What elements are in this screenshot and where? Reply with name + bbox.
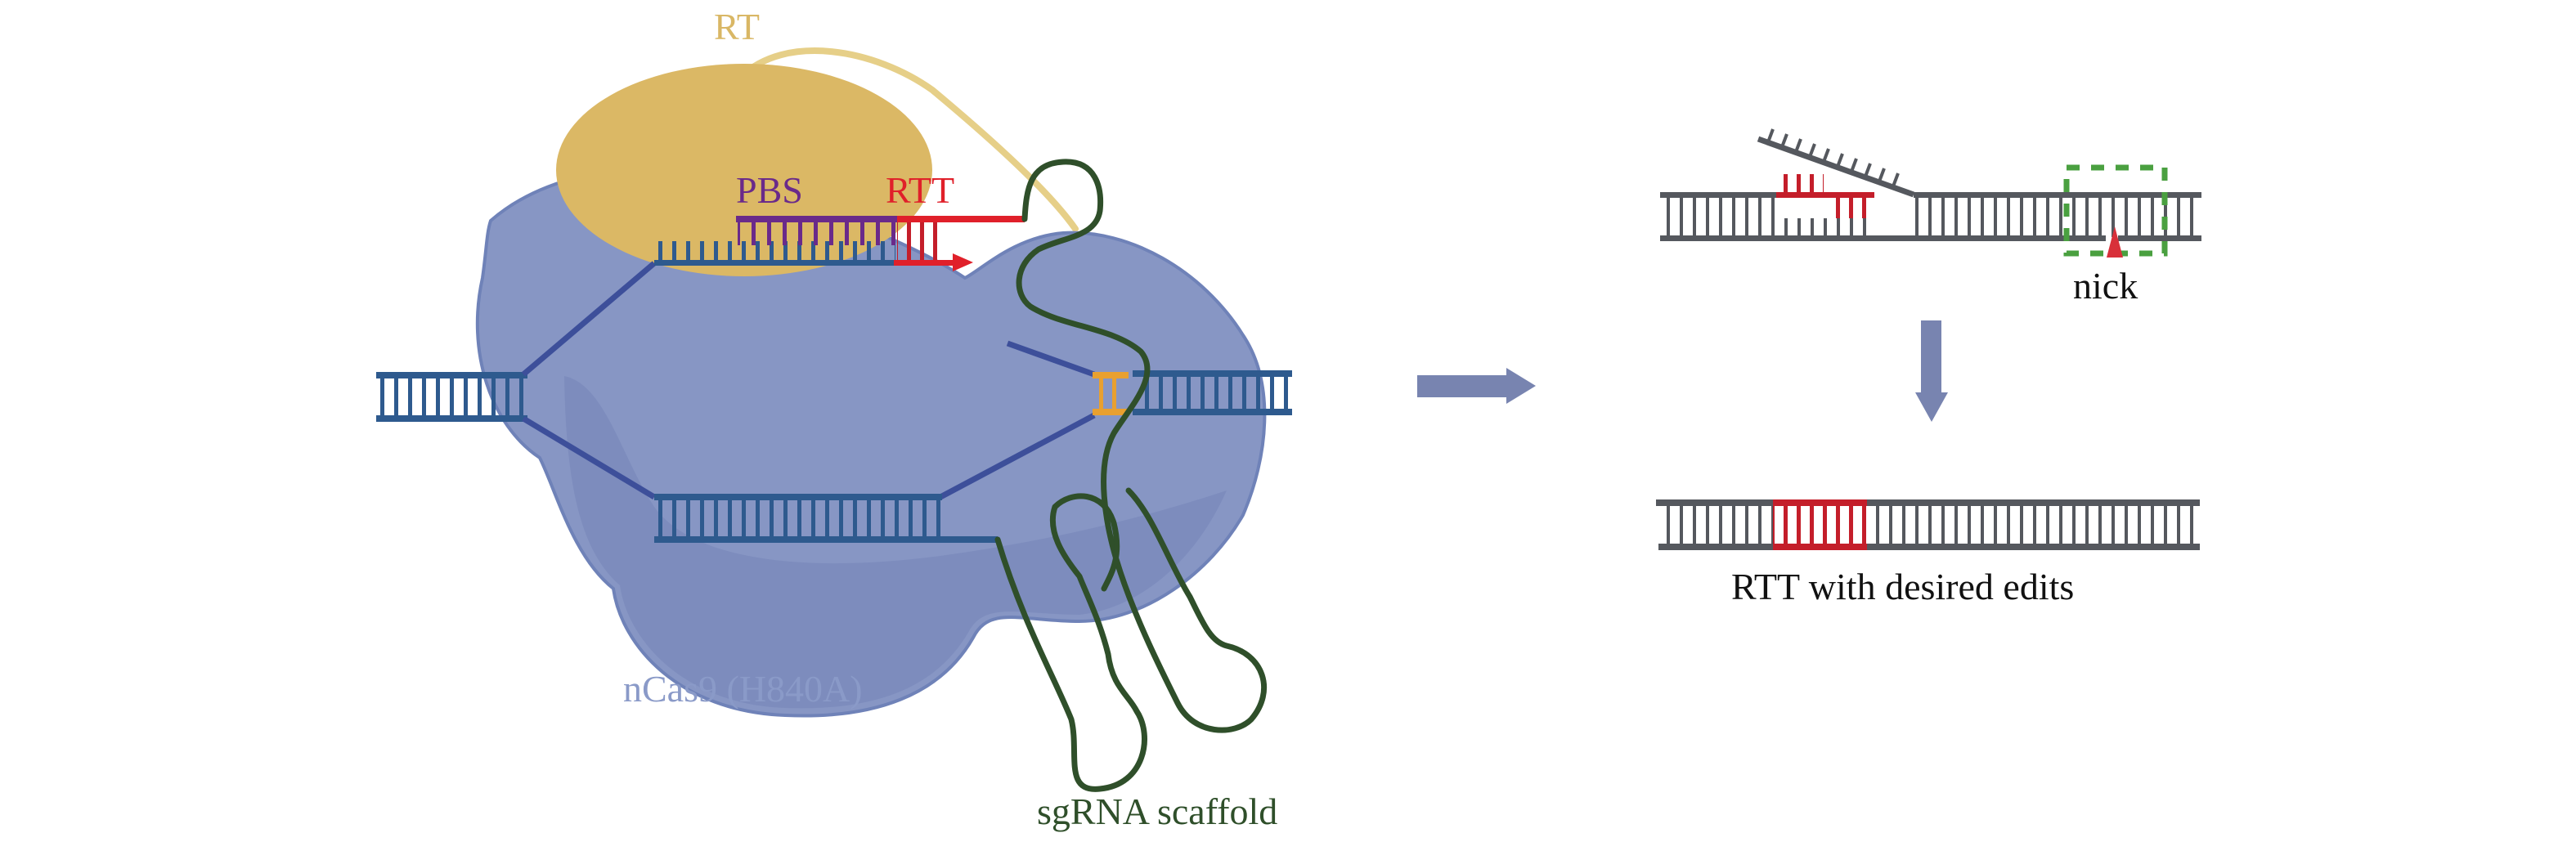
sgrna-scaffold-label: sgRNA scaffold	[1037, 790, 1277, 832]
rtt-strand	[897, 216, 1025, 222]
dna-strand-top	[1133, 370, 1292, 377]
target-strand-rungs	[654, 241, 895, 260]
cas9-shadow	[564, 376, 1227, 709]
pam-site	[1093, 372, 1129, 415]
cas9-label: nCas9 (H840A)	[623, 668, 863, 710]
nick-marker-icon	[2107, 226, 2123, 258]
dna-lower-duplex	[654, 494, 998, 543]
target-strand-top	[654, 260, 895, 266]
rt-tether	[737, 47, 1079, 232]
dna-base-pairs	[376, 378, 523, 415]
dna-base-pairs	[1135, 377, 1290, 409]
rtt-rungs	[897, 222, 940, 263]
strand-bottom-right-a	[1910, 235, 2106, 241]
arrow-down-icon	[1915, 320, 1948, 422]
edit-rungs-top	[1779, 174, 1824, 192]
new-dna-strand	[894, 260, 955, 266]
edit-region-bottom	[1773, 544, 1867, 550]
left-panel: RT PBS RTT nCas9 (H840A) sgRNA scaffold	[376, 6, 1292, 832]
pbs-strand	[736, 216, 897, 222]
lower-strand-top	[654, 494, 942, 500]
nick-label: nick	[2073, 265, 2138, 307]
edit-rungs-lower	[1835, 198, 1871, 218]
strand-top-right	[1914, 192, 2201, 198]
sgrna-scaffold-strand	[994, 159, 1268, 792]
pbs-rungs	[738, 222, 895, 245]
dna-unwound-strands	[521, 261, 1096, 500]
flap-bases	[1766, 128, 1900, 187]
strand-rungs-left	[1660, 198, 1783, 237]
dna-strand-bottom	[1133, 409, 1292, 415]
strand-rungs-right	[1915, 198, 2200, 237]
dna-strand-bottom	[376, 415, 527, 422]
strand-top-left	[1660, 192, 1779, 198]
displaced-flap	[1757, 136, 1915, 198]
rt-label: RT	[714, 6, 760, 47]
edited-strand-bottom	[1658, 544, 2200, 550]
strand-rungs-mid	[1783, 218, 1873, 237]
edit-region-rungs	[1773, 506, 1867, 544]
edited-strand-top	[1656, 499, 2200, 506]
result-label: RTT with desired edits	[1731, 566, 2074, 607]
pbs-rtt-heteroduplex	[654, 216, 1025, 271]
nicked-duplex: nick	[1660, 128, 2201, 307]
edit-strand-top	[1776, 192, 1874, 198]
strand-bottom-right-b	[2118, 235, 2201, 241]
edit-region-top	[1773, 499, 1867, 506]
pbs-label: PBS	[736, 169, 803, 211]
strand-bottom-left	[1660, 235, 1910, 241]
new-dna-arrowhead	[953, 253, 973, 271]
right-panel: nick RTT with desired edits	[1656, 128, 2201, 607]
dna-right-stub	[1133, 370, 1292, 415]
arrow-right-icon	[1417, 368, 1536, 404]
edited-rungs	[1660, 506, 2200, 544]
edited-duplex: RTT with desired edits	[1656, 499, 2200, 607]
rtt-label: RTT	[886, 169, 954, 211]
dna-left-stub	[376, 372, 527, 422]
lower-base-pairs	[656, 500, 940, 536]
dna-strand-top	[376, 372, 527, 378]
lower-strand-bottom	[654, 536, 998, 543]
